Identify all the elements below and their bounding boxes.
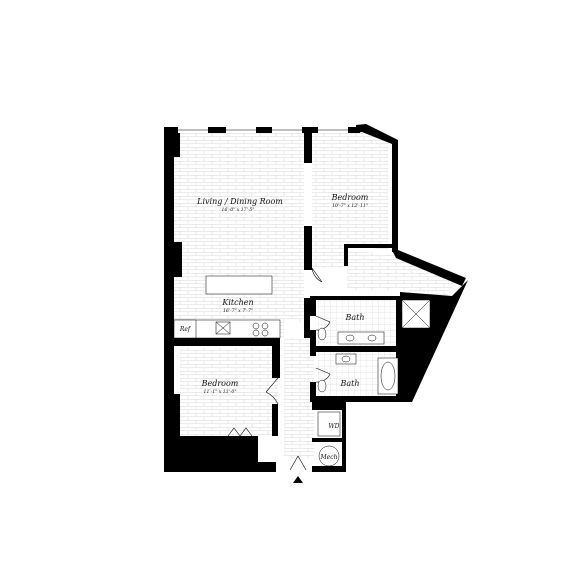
washer-dryer-label: WD: [329, 423, 340, 430]
kitchen-name: Kitchen: [221, 298, 253, 307]
utility-wall: [312, 402, 346, 410]
room-labels: Living / Dining Room 16'-0" x 17'-5" Bed…: [179, 193, 369, 461]
kitchen-dims: 16'-7" x 7'-7": [223, 308, 253, 314]
southwest-wall-mass: [164, 436, 258, 472]
toilet-1: [317, 327, 327, 341]
bedroom2-dims: 11'-1" x 13'-0": [204, 389, 237, 395]
east-wall-mass: [400, 280, 468, 402]
fridge: [173, 319, 197, 339]
corridor-floor: [284, 338, 314, 458]
doors: [227, 267, 331, 471]
fridge-label: Ref: [179, 326, 192, 333]
entry-arrow-icon: [293, 476, 303, 483]
bath1-name: Bath: [344, 313, 364, 322]
walls: [164, 124, 468, 472]
kitchen-sink: [215, 321, 231, 335]
toilet-2: [317, 379, 327, 393]
bedroom2-name: Bedroom: [201, 379, 239, 388]
north-wall: [164, 127, 360, 133]
mech-unit: [318, 445, 340, 467]
mech-label: Mech: [320, 454, 338, 461]
kitchen-fixtures: [173, 275, 281, 339]
floor-areas: [174, 130, 455, 458]
door-closet: [227, 427, 253, 437]
bedroom1-floor: [312, 130, 388, 268]
bath2-name: Bath: [339, 379, 359, 388]
kitchen-island: [205, 275, 273, 295]
bedroom2-floor: [180, 348, 278, 436]
west-wall: [164, 127, 174, 472]
door-bath2: [315, 367, 331, 383]
hall-floor: [347, 250, 455, 298]
northeast-wall: [356, 124, 398, 252]
door-bedroom2: [265, 377, 279, 405]
bedroom1-name: Bedroom: [331, 193, 369, 202]
washer-dryer: [317, 411, 341, 437]
vanity-1: [337, 331, 385, 345]
bedroom1-dims: 10'-7" x 12'-11": [332, 203, 368, 209]
living-room-dims: 16'-0" x 17'-5": [222, 207, 255, 213]
east-angled-wall: [392, 250, 466, 286]
door-bath1: [315, 315, 331, 331]
living-bedroom-wall: [304, 127, 312, 163]
door-entry: [289, 455, 307, 471]
door-bedroom1: [311, 267, 323, 283]
living-room-name: Living / Dining Room: [196, 197, 283, 206]
bath-fixtures: [317, 299, 431, 467]
